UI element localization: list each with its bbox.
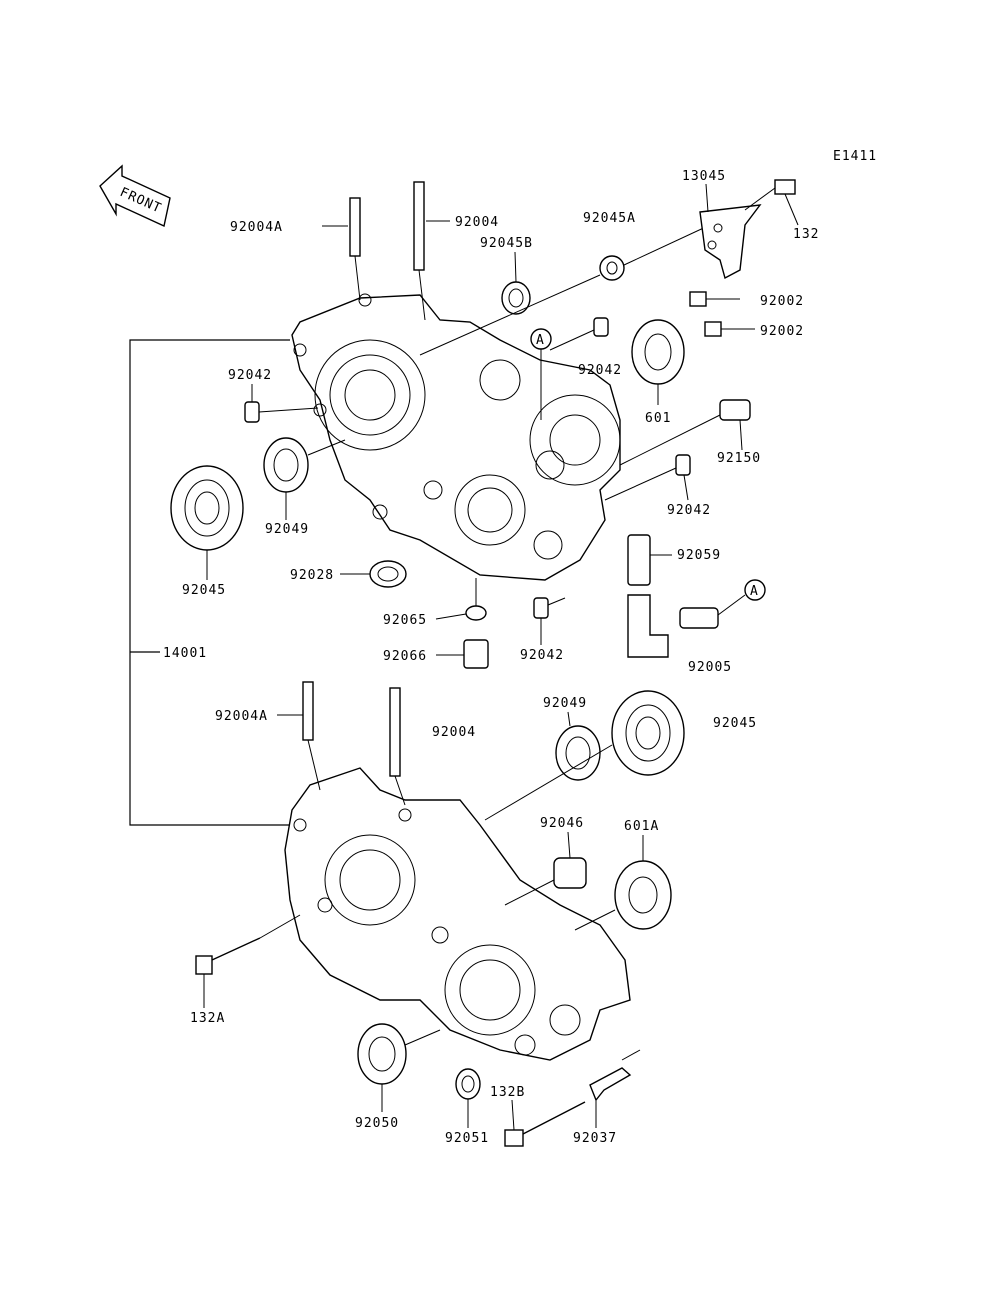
oil-seal-92045B xyxy=(501,281,531,315)
bearing-92045A xyxy=(419,224,711,356)
label-132B: 132B xyxy=(490,1085,525,1100)
label-92042-right: 92042 xyxy=(667,503,711,518)
label-132: 132 xyxy=(793,227,819,242)
washer-92065 xyxy=(465,578,487,621)
label-601A: 601A xyxy=(624,819,659,834)
oil-seal-92051 xyxy=(455,1068,481,1100)
plug-92066 xyxy=(463,639,489,669)
dowel-pin-92042-mid xyxy=(549,317,609,351)
stud-92004A-bottom xyxy=(302,681,321,791)
label-92045A: 92045A xyxy=(583,211,636,226)
lower-crankcase-half xyxy=(284,767,631,1061)
label-92005: 92005 xyxy=(688,660,732,675)
screw-92002-b xyxy=(704,321,755,337)
upper-crankcase-half xyxy=(291,293,621,581)
bearing-92045-right xyxy=(484,690,685,821)
label-92046: 92046 xyxy=(540,816,584,831)
front-arrow-icon: FRONT xyxy=(99,164,171,227)
label-92051: 92051 xyxy=(445,1131,489,1146)
label-14001: 14001 xyxy=(163,646,207,661)
label-92037: 92037 xyxy=(573,1131,617,1146)
label-92045-left: 92045 xyxy=(182,583,226,598)
label-92042-bottom: 92042 xyxy=(520,648,564,663)
ref-a-right-text: A xyxy=(750,584,759,599)
label-92042-left: 92042 xyxy=(228,368,272,383)
label-92049-top: 92049 xyxy=(265,522,309,537)
label-92050: 92050 xyxy=(355,1116,399,1131)
label-92065: 92065 xyxy=(383,613,427,628)
dowel-pin-92042-left xyxy=(244,401,319,423)
needle-bearing-92046 xyxy=(504,857,587,906)
label-92004-top: 92004 xyxy=(455,215,499,230)
label-92066: 92066 xyxy=(383,649,427,664)
label-92004-bottom: 92004 xyxy=(432,725,476,740)
stud-92004-top xyxy=(413,181,426,321)
stud-92004A-top xyxy=(349,197,361,301)
label-92042-mid: 92042 xyxy=(578,363,622,378)
oil-seal-92050 xyxy=(357,1023,441,1085)
fitting-92005 xyxy=(679,594,746,629)
dowel-pin-92042-right xyxy=(604,454,691,501)
oil-seal-92049-bottom xyxy=(555,725,601,781)
label-92002-a: 92002 xyxy=(760,294,804,309)
reference-marker-a-right: A xyxy=(744,579,766,601)
bracket-13045 xyxy=(699,204,762,280)
label-92028: 92028 xyxy=(290,568,334,583)
crankcase-bracket xyxy=(129,339,290,826)
hose-92059 xyxy=(627,534,669,658)
reference-marker-a-top: A xyxy=(530,328,552,420)
label-92049-bottom: 92049 xyxy=(543,696,587,711)
label-601: 601 xyxy=(645,411,671,426)
screw-92002-a xyxy=(689,291,740,307)
dowel-pin-92042-bottom xyxy=(533,597,566,619)
bushing-92028 xyxy=(369,560,407,588)
bolt-132A xyxy=(195,914,301,975)
bearing-601 xyxy=(631,319,685,405)
label-92045B: 92045B xyxy=(480,236,533,251)
fitting-92150 xyxy=(619,399,751,466)
part-labels: 13045 132 92004A 92004 92045A 92045B 920… xyxy=(163,169,819,1146)
label-92059: 92059 xyxy=(677,548,721,563)
label-132A: 132A xyxy=(190,1011,225,1026)
label-92004A-top: 92004A xyxy=(230,220,283,235)
clamp-92037 xyxy=(589,1049,641,1102)
label-13045: 13045 xyxy=(682,169,726,184)
label-92045-right: 92045 xyxy=(713,716,757,731)
reference-code: E1411 xyxy=(833,149,877,164)
stud-92004-bottom xyxy=(389,687,406,806)
label-92150: 92150 xyxy=(717,451,761,466)
bearing-92045-left xyxy=(170,465,244,551)
ref-a-top-text: A xyxy=(536,333,545,348)
label-92002-b: 92002 xyxy=(760,324,804,339)
label-92004A-bottom: 92004A xyxy=(215,709,268,724)
